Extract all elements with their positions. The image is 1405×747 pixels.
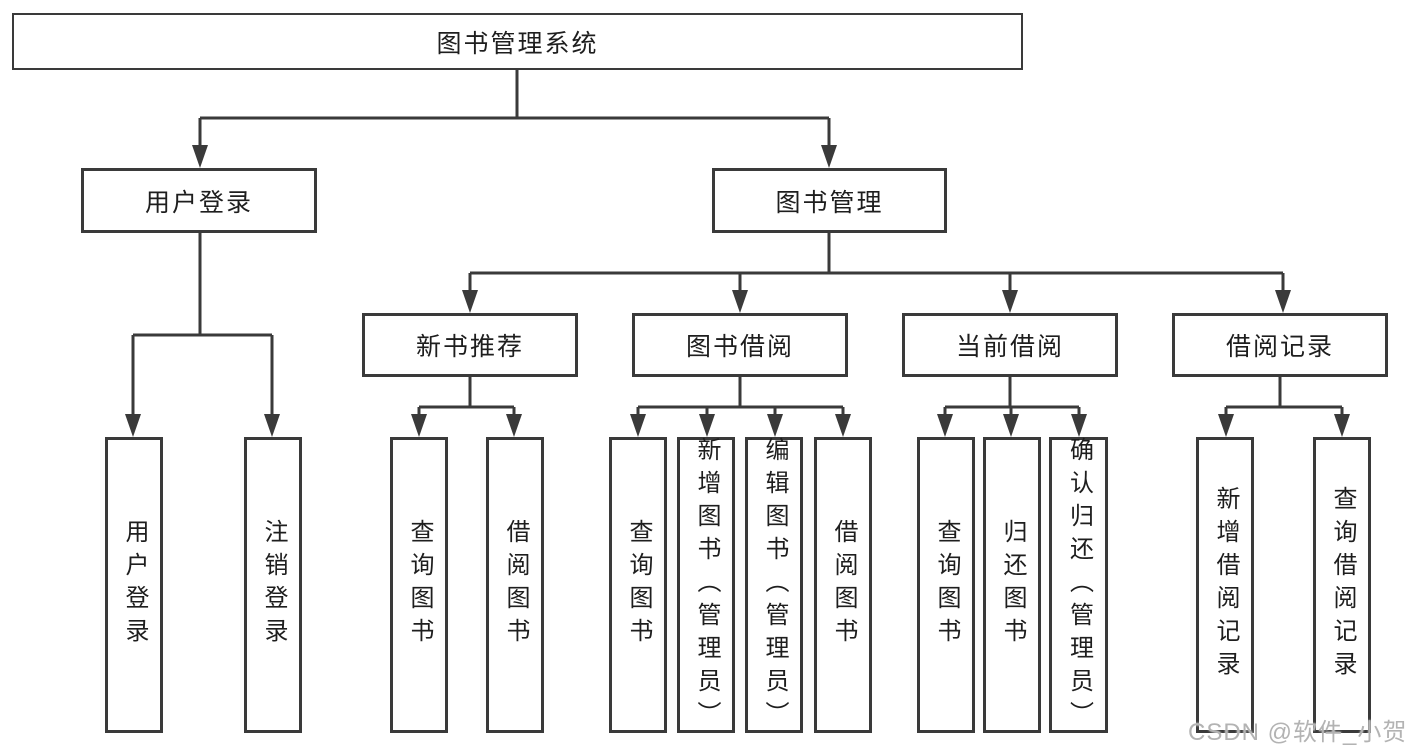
leaf-query-borrow-record: 查询借阅记录 — [1313, 437, 1371, 733]
leaf-query-books-recommend: 查询图书 — [390, 437, 448, 733]
leaf-return-books-label: 归还图书 — [999, 519, 1026, 651]
arrow-icon — [1275, 290, 1291, 313]
node-current-borrowing: 当前借阅 — [902, 313, 1118, 377]
node-borrowing-records: 借阅记录 — [1172, 313, 1388, 377]
leaf-confirm-return-admin-label: 确认归还（管理员） — [1065, 436, 1093, 734]
arrow-icon — [462, 290, 478, 313]
arrow-icon — [1218, 414, 1234, 437]
leaf-query-books-recommend-label: 查询图书 — [406, 519, 433, 651]
node-new-book-recommendation: 新书推荐 — [362, 313, 578, 377]
leaf-query-books-current-label: 查询图书 — [933, 519, 960, 651]
leaf-logout-label: 注销登录 — [260, 519, 287, 651]
arrow-icon — [1071, 414, 1087, 437]
arrow-icon — [732, 290, 748, 313]
leaf-edit-books-admin-label: 编辑图书（管理员） — [761, 436, 788, 734]
leaf-add-books-admin-label: 新增图书（管理员） — [693, 436, 720, 734]
arrow-icon — [1003, 414, 1019, 437]
leaf-add-borrow-record-label: 新增借阅记录 — [1212, 486, 1239, 684]
node-user-login: 用户登录 — [81, 168, 317, 233]
leaf-query-books-borrowing-label: 查询图书 — [625, 519, 652, 651]
arrow-icon — [264, 414, 280, 437]
leaf-user-login-label: 用户登录 — [121, 519, 148, 651]
arrow-icon — [699, 414, 715, 437]
node-library-management-system: 图书管理系统 — [12, 13, 1023, 70]
connector-skeleton — [131, 70, 1344, 420]
node-borrowing-records-label: 借阅记录 — [1225, 333, 1334, 361]
leaf-borrow-books-borrowing-label: 借阅图书 — [830, 519, 857, 651]
leaf-logout: 注销登录 — [244, 437, 302, 733]
arrow-icon — [937, 414, 953, 437]
arrowheads — [125, 145, 1350, 437]
arrow-icon — [125, 414, 141, 437]
leaf-return-books: 归还图书 — [983, 437, 1041, 733]
node-book-borrowing-label: 图书借阅 — [685, 333, 794, 361]
arrow-icon — [630, 414, 646, 437]
leaf-add-books-admin: 新增图书（管理员） — [677, 436, 735, 734]
node-book-management-label: 图书管理 — [775, 188, 884, 217]
leaf-query-books-current: 查询图书 — [917, 437, 975, 733]
node-library-management-system-label: 图书管理系统 — [436, 29, 599, 58]
csdn-watermark: CSDN @软件_小贺同学 — [1188, 719, 1405, 746]
arrow-icon — [411, 414, 427, 437]
leaf-borrow-books-recommend: 借阅图书 — [486, 437, 544, 733]
arrow-icon — [1334, 414, 1350, 437]
arrow-icon — [1002, 290, 1018, 313]
leaf-user-login: 用户登录 — [105, 437, 163, 733]
leaf-add-borrow-record: 新增借阅记录 — [1196, 437, 1254, 733]
leaf-borrow-books-borrowing: 借阅图书 — [814, 437, 872, 733]
leaf-edit-books-admin: 编辑图书（管理员） — [745, 436, 803, 734]
leaf-query-borrow-record-label: 查询借阅记录 — [1329, 486, 1356, 684]
arrow-icon — [835, 414, 851, 437]
node-user-login-label: 用户登录 — [144, 188, 253, 217]
node-book-borrowing: 图书借阅 — [632, 313, 848, 377]
leaf-borrow-books-recommend-label: 借阅图书 — [502, 519, 529, 651]
node-book-management: 图书管理 — [712, 168, 947, 233]
node-current-borrowing-label: 当前借阅 — [955, 333, 1064, 361]
node-new-book-recommendation-label: 新书推荐 — [415, 333, 524, 361]
arrow-icon — [192, 145, 208, 168]
arrow-icon — [506, 414, 522, 437]
leaf-query-books-borrowing: 查询图书 — [609, 437, 667, 733]
arrow-icon — [767, 414, 783, 437]
arrow-icon — [821, 145, 837, 168]
leaf-confirm-return-admin: 确认归还（管理员） — [1049, 436, 1108, 734]
